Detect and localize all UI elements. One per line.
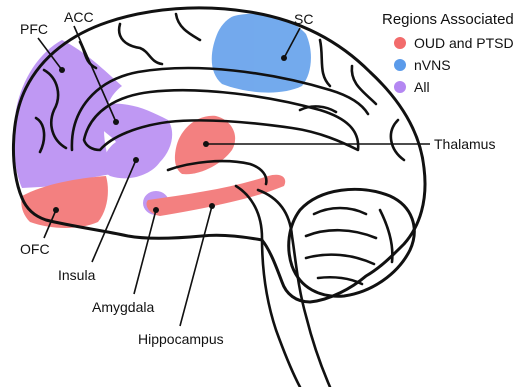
legend-swatch-nvns xyxy=(394,59,406,71)
label-hippocampus: Hippocampus xyxy=(138,331,224,347)
legend-swatch-all xyxy=(394,81,406,93)
label-sc: SC xyxy=(294,11,313,27)
hippocampus-region xyxy=(147,175,286,216)
label-thalamus: Thalamus xyxy=(434,136,495,152)
label-acc: ACC xyxy=(64,9,94,25)
brainstem xyxy=(236,186,300,387)
amygdala-leader xyxy=(134,210,156,294)
legend: Regions Associated OUD and PTSD nVNS All xyxy=(382,11,514,95)
legend-label-nvns: nVNS xyxy=(414,57,451,73)
legend-title: Regions Associated xyxy=(382,11,514,28)
label-insula: Insula xyxy=(58,267,96,283)
hippocampus-leader xyxy=(180,206,212,326)
legend-swatch-oud-ptsd xyxy=(394,37,406,49)
cerebellum-folia xyxy=(306,208,392,284)
label-amygdala: Amygdala xyxy=(92,299,154,315)
region-overlays xyxy=(14,14,311,228)
legend-label-oud-ptsd: OUD and PTSD xyxy=(414,35,514,51)
legend-label-all: All xyxy=(414,79,430,95)
label-pfc: PFC xyxy=(20,21,48,37)
label-ofc: OFC xyxy=(20,241,50,257)
